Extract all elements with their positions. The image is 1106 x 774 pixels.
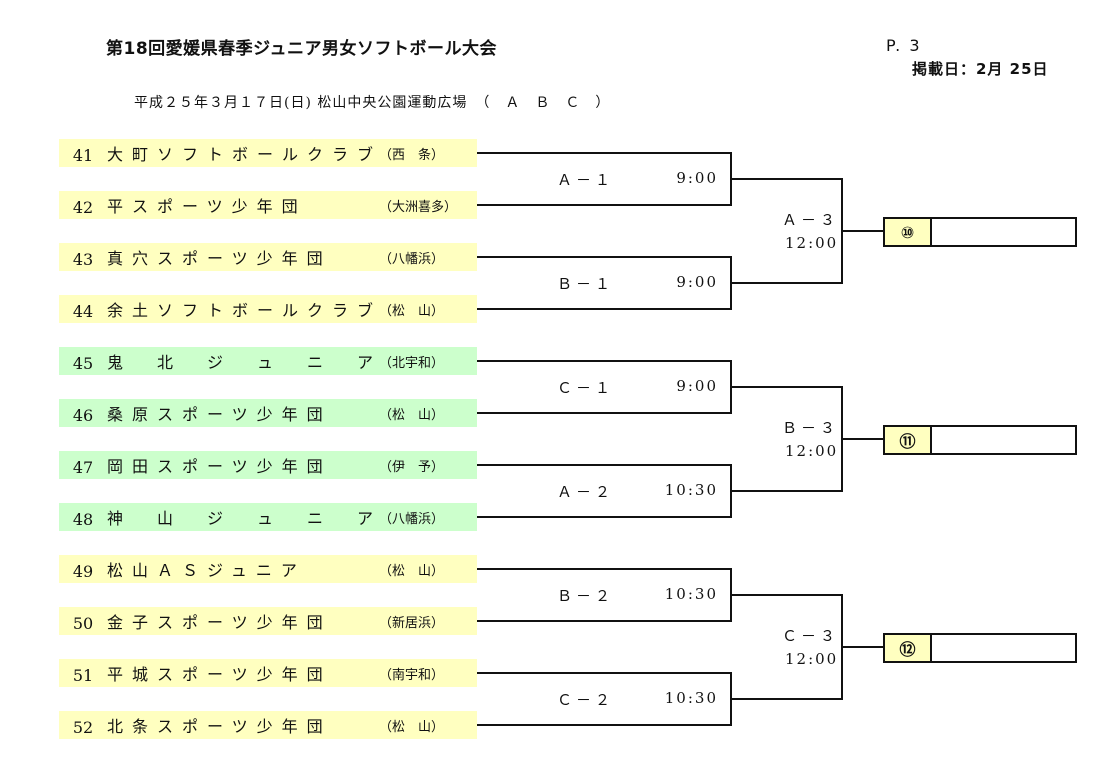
- team-area: （松 山）: [379, 563, 445, 579]
- semi-time: 12:00: [785, 234, 839, 252]
- team-line: [477, 308, 732, 310]
- winner-box: ⑫: [883, 633, 1077, 663]
- team-area: （西 条）: [379, 147, 445, 163]
- team-number: 50: [72, 613, 94, 633]
- team-area: （松 山）: [379, 719, 445, 735]
- team-line: [477, 152, 732, 154]
- semi-time: 12:00: [785, 650, 839, 668]
- team-number: 47: [72, 457, 94, 477]
- match-label: Ｃ－２: [557, 691, 615, 709]
- team-line: [477, 672, 732, 674]
- team-row: 48 神 山 ジ ュ ニ ア（八幡浜）: [59, 503, 477, 531]
- posted-date: 掲載日：2月 25日: [912, 60, 1049, 78]
- team-line: [477, 724, 732, 726]
- match-winner-line: [730, 178, 843, 180]
- team-area: （松 山）: [379, 407, 445, 423]
- team-name: 岡田スポーツ少年団: [107, 457, 332, 476]
- team-line: [477, 204, 732, 206]
- team-name: 平スポーツ少年団: [107, 197, 307, 216]
- match-time: 10:30: [664, 689, 718, 707]
- team-number: 42: [72, 197, 94, 217]
- match-time: 9:00: [676, 273, 718, 291]
- semi-winner-line: [841, 646, 885, 648]
- seed-number: ⑪: [885, 427, 932, 453]
- team-row: 51 平城スポーツ少年団 （南宇和）: [59, 659, 477, 687]
- match-label: Ｂ－２: [557, 587, 615, 605]
- team-name: 大町ソフトボールクラブ: [107, 145, 383, 164]
- team-name: 余土ソフトボールクラブ: [107, 301, 383, 320]
- team-name: 金子スポーツ少年団: [107, 613, 332, 632]
- match-time: 9:00: [676, 377, 718, 395]
- team-line: [477, 620, 732, 622]
- match-winner-line: [730, 386, 843, 388]
- match-time: 9:00: [676, 169, 718, 187]
- semi-label: Ｃ－３: [782, 627, 840, 645]
- team-row: 47 岡田スポーツ少年団 （伊 予）: [59, 451, 477, 479]
- team-line: [477, 412, 732, 414]
- team-row: 45 鬼 北 ジ ュ ニ ア（北宇和）: [59, 347, 477, 375]
- team-area: （新居浜）: [379, 615, 445, 631]
- tournament-title: 第18回愛媛県春季ジュニア男女ソフトボール大会: [106, 39, 497, 59]
- team-line: [477, 256, 732, 258]
- team-number: 48: [72, 509, 94, 529]
- semi-winner-line: [841, 230, 885, 232]
- team-line: [477, 568, 732, 570]
- team-row: 44 余土ソフトボールクラブ（松 山）: [59, 295, 477, 323]
- team-number: 44: [72, 301, 94, 321]
- match-time: 10:30: [664, 585, 718, 603]
- semi-winner-line: [841, 438, 885, 440]
- match-time: 10:30: [664, 481, 718, 499]
- team-number: 41: [72, 145, 94, 165]
- winner-box: ⑪: [883, 425, 1077, 455]
- team-name: 平城スポーツ少年団: [107, 665, 332, 684]
- match-winner-line: [730, 698, 843, 700]
- team-name: 神 山 ジ ュ ニ ア: [107, 509, 383, 528]
- team-name: 桑原スポーツ少年団: [107, 405, 332, 424]
- team-line: [477, 464, 732, 466]
- team-line: [477, 360, 732, 362]
- team-row: 52 北条スポーツ少年団 （松 山）: [59, 711, 477, 739]
- match-label: Ｃ－１: [557, 379, 615, 397]
- team-number: 49: [72, 561, 94, 581]
- team-row: 49 松山ＡＳジュニア （松 山）: [59, 555, 477, 583]
- page-number: P. 3: [886, 36, 922, 55]
- team-name: 北条スポーツ少年団: [107, 717, 332, 736]
- semi-time: 12:00: [785, 442, 839, 460]
- team-row: 42 平スポーツ少年団 （大洲喜多）: [59, 191, 477, 219]
- team-number: 45: [72, 353, 94, 373]
- team-area: （大洲喜多）: [379, 199, 458, 215]
- match-label: Ｂ－１: [557, 275, 615, 293]
- team-row: 50 金子スポーツ少年団 （新居浜）: [59, 607, 477, 635]
- team-name: 松山ＡＳジュニア: [107, 561, 306, 580]
- match-winner-line: [730, 490, 843, 492]
- team-row: 46 桑原スポーツ少年団 （松 山）: [59, 399, 477, 427]
- match-winner-line: [730, 282, 843, 284]
- team-name: 真穴スポーツ少年団: [107, 249, 332, 268]
- team-row: 41 大町ソフトボールクラブ（西 条）: [59, 139, 477, 167]
- team-number: 51: [72, 665, 94, 685]
- seed-number: ⑫: [885, 635, 932, 661]
- team-area: （北宇和）: [379, 355, 445, 371]
- seed-number: ⑩: [885, 219, 932, 245]
- team-area: （南宇和）: [379, 667, 445, 683]
- semi-label: Ａ－３: [782, 211, 840, 229]
- match-label: Ａ－１: [557, 171, 615, 189]
- match-label: Ａ－２: [557, 483, 615, 501]
- team-area: （八幡浜）: [379, 251, 445, 267]
- team-number: 43: [72, 249, 94, 269]
- team-area: （伊 予）: [379, 459, 445, 475]
- team-name: 鬼 北 ジ ュ ニ ア: [107, 353, 383, 372]
- team-area: （八幡浜）: [379, 511, 445, 527]
- team-number: 46: [72, 405, 94, 425]
- event-subtitle: 平成２５年３月１７日(日) 松山中央公園運動広場 （ Ａ Ｂ Ｃ ）: [134, 95, 611, 111]
- team-number: 52: [72, 717, 94, 737]
- team-row: 43 真穴スポーツ少年団 （八幡浜）: [59, 243, 477, 271]
- winner-box: ⑩: [883, 217, 1077, 247]
- team-area: （松 山）: [379, 303, 445, 319]
- match-winner-line: [730, 594, 843, 596]
- team-line: [477, 516, 732, 518]
- semi-label: Ｂ－３: [782, 419, 840, 437]
